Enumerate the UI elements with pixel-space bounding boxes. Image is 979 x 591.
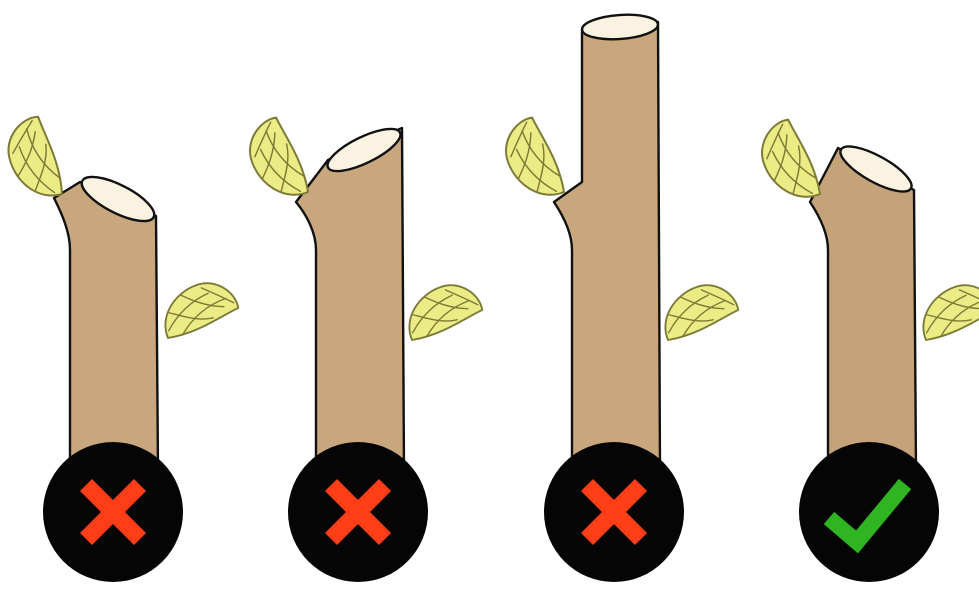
status-badge	[799, 442, 939, 582]
branch	[54, 182, 158, 470]
status-badge	[43, 442, 183, 582]
branch	[810, 148, 916, 470]
lower-bud	[910, 271, 979, 357]
status-badge	[288, 442, 428, 582]
lower-bud	[652, 271, 741, 357]
status-badge	[544, 442, 684, 582]
badge-circle	[799, 442, 939, 582]
example-4	[747, 117, 979, 582]
branch	[554, 22, 660, 470]
example-1	[0, 114, 241, 582]
example-2	[235, 115, 485, 582]
example-3	[491, 12, 741, 582]
lower-bud	[152, 269, 241, 355]
lower-bud	[396, 271, 485, 357]
branch	[296, 128, 404, 470]
